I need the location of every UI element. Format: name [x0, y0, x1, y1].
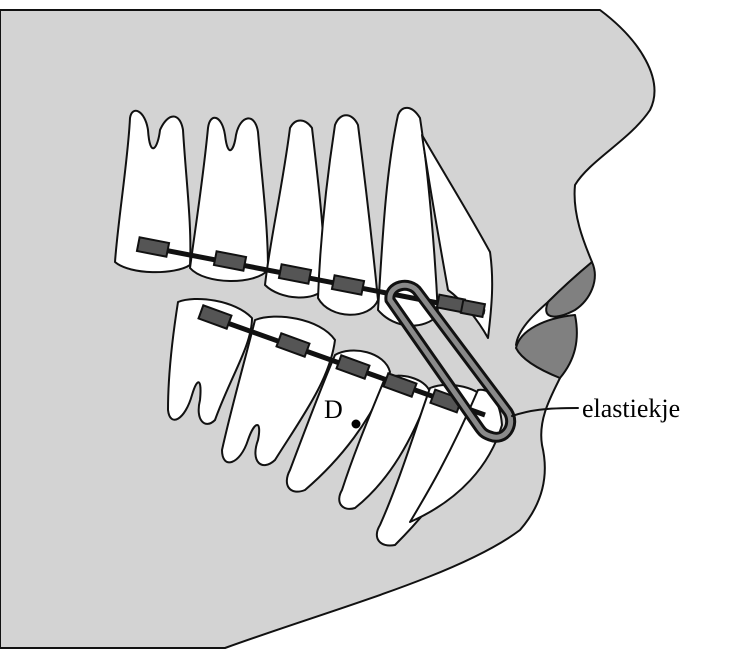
lower-brackets [197, 304, 463, 414]
lower-lip [515, 314, 578, 379]
upper-brackets [135, 236, 487, 319]
upper-bracket [459, 298, 487, 319]
lower-premolar-1 [285, 349, 391, 493]
lower-bracket [275, 332, 311, 358]
elastic-label: elastiekje [582, 394, 680, 423]
point-d-label: D [324, 395, 343, 424]
point-d-marker [351, 419, 361, 429]
lower-bracket [197, 304, 233, 330]
upper-incisor [421, 134, 494, 339]
elastic-band [384, 279, 517, 443]
lower-bracket [335, 354, 371, 380]
upper-bracket [277, 263, 313, 285]
upper-bracket [212, 250, 248, 272]
lower-bracket [382, 372, 418, 398]
lower-molar-1 [167, 297, 253, 425]
elastic-band-inner [387, 282, 514, 440]
elastic-leader-line [511, 407, 579, 417]
upper-bracket [330, 274, 366, 296]
upper-molar-1 [114, 109, 192, 274]
lower-premolar-2 [338, 374, 431, 510]
upper-lip [545, 261, 596, 318]
upper-bracket [135, 236, 171, 258]
